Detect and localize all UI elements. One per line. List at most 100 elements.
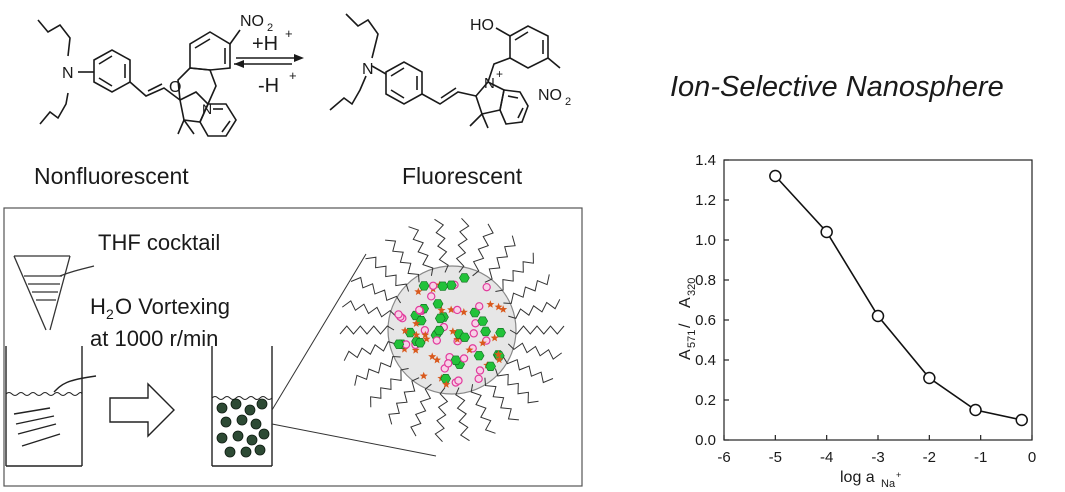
y-tick-label: 0.8: [695, 272, 716, 289]
ionophore-marker: [414, 338, 426, 348]
chromoionophore-marker: [412, 330, 421, 339]
chromoionophore-marker: [490, 333, 499, 342]
ionophore-marker: [418, 281, 430, 291]
reverse-sup: +: [289, 68, 297, 83]
chromoionophore-marker: [494, 350, 503, 358]
y-tick-label: 1.0: [695, 232, 716, 249]
surfactant-tail: [408, 226, 434, 276]
surfactant-tail: [503, 274, 550, 305]
chromoionophore-marker: [494, 302, 503, 311]
surfactant-tail: [343, 340, 396, 361]
surfactant-tail: [494, 368, 539, 404]
ion-exchanger-marker: [459, 354, 469, 363]
ionophore-marker: [437, 281, 449, 291]
nanosphere-particle: [224, 446, 236, 458]
ion-exchanger-marker: [444, 359, 453, 368]
forward-sup: +: [285, 26, 293, 41]
chromoionophore-marker: [414, 287, 423, 296]
surfactant-tail: [455, 387, 470, 442]
ionophore-marker: [485, 361, 496, 372]
nanosphere-particle: [258, 428, 270, 440]
step-water-h: H: [90, 294, 106, 319]
chromoionophore-marker: [448, 327, 457, 335]
ylabel-a2: A: [677, 297, 694, 308]
ion-exchanger-marker: [428, 281, 438, 290]
chromoionophore-marker: [401, 326, 410, 335]
zoom-line-bottom: [271, 423, 437, 457]
chromoionophore-marker: [428, 352, 437, 360]
y-tick-label: 1.2: [695, 192, 716, 209]
ion-exchanger-marker: [474, 374, 483, 383]
process-panel-frame: [3, 207, 583, 487]
ion-exchanger-marker: [394, 310, 403, 319]
ionophore-marker: [477, 316, 489, 326]
forward-label: +H: [252, 33, 278, 55]
nanosphere-particle: [216, 402, 228, 414]
data-point: [923, 371, 936, 385]
zoom-line-top: [271, 253, 367, 411]
surfactant-tail: [502, 356, 554, 384]
y-tick-label: 0.0: [695, 432, 716, 449]
chromoionophore-marker: [495, 355, 504, 364]
nanosphere-particle: [250, 418, 262, 430]
surfactant-tail: [410, 383, 432, 437]
surfactant-tail: [342, 300, 397, 318]
data-point: [969, 403, 982, 417]
surfactant-tail: [455, 217, 470, 273]
data-point: [769, 169, 782, 183]
ion-exchanger-marker: [454, 376, 463, 385]
chromoionophore-marker: [400, 345, 409, 353]
process-arrow: [109, 382, 175, 438]
ylabel-s1: 571: [686, 330, 698, 348]
ylabel-s2: 320: [686, 278, 698, 296]
ylabel-slash: /: [677, 323, 694, 328]
chromoionophore-marker: [459, 308, 468, 316]
surfactant-tail: [470, 384, 496, 434]
nonfluorescent-atom-labels: NO 2 O N N: [62, 13, 273, 117]
surfactant-tail: [434, 387, 449, 443]
chromoionophore-marker: [499, 305, 508, 313]
surfactant-tail: [385, 239, 420, 283]
nanosphere-particle: [246, 434, 258, 446]
ionophore-marker: [434, 313, 446, 324]
chromoionophore-marker: [486, 300, 495, 308]
chromoionophore-marker: [453, 335, 462, 343]
ionophore-marker: [393, 339, 405, 349]
equilibrium-arrows: [234, 54, 304, 68]
nanosphere-contents: [393, 273, 508, 388]
x-tick-label: -1: [974, 449, 987, 466]
surfactant-tail: [339, 325, 395, 335]
ionophore-marker: [480, 326, 491, 337]
nitro-label-right: NO: [538, 87, 562, 104]
x-tick-label: -2: [923, 449, 936, 466]
surfactant-tail: [350, 276, 402, 304]
surfactant-tail: [354, 355, 401, 386]
ionophore-marker: [459, 273, 470, 283]
ionophore-marker: [433, 325, 445, 336]
series-points: [769, 169, 1028, 427]
chromoionophore-marker: [412, 319, 421, 327]
nanosphere-diagram: [339, 217, 565, 443]
data-point: [820, 225, 833, 239]
chromoionophore-marker: [419, 371, 428, 380]
nitro-sub-left: 2: [267, 22, 273, 34]
mixing-vial-left: [5, 346, 97, 467]
amine-n-label-right: N: [362, 61, 374, 78]
y-tick-label: 0.2: [695, 392, 716, 409]
x-tick-label: -6: [717, 449, 730, 466]
ionophore-marker: [459, 332, 471, 342]
y-axis-ticks: 0.00.20.40.60.81.01.21.4: [695, 152, 729, 449]
indoline-n-label: N: [202, 101, 212, 117]
ionophore-marker: [445, 280, 457, 290]
data-point: [1015, 413, 1028, 427]
xlabel-sup: +: [896, 470, 901, 480]
ionophore-marker: [495, 327, 506, 338]
ion-exchanger-marker: [427, 292, 436, 301]
fluorescent-atom-labels: HO NO 2 N N +: [362, 17, 571, 108]
chromoionophore-marker: [422, 334, 431, 343]
chromoionophore-marker: [421, 330, 430, 339]
nanosphere-particle: [220, 416, 232, 428]
ion-exchanger-marker: [475, 302, 484, 311]
